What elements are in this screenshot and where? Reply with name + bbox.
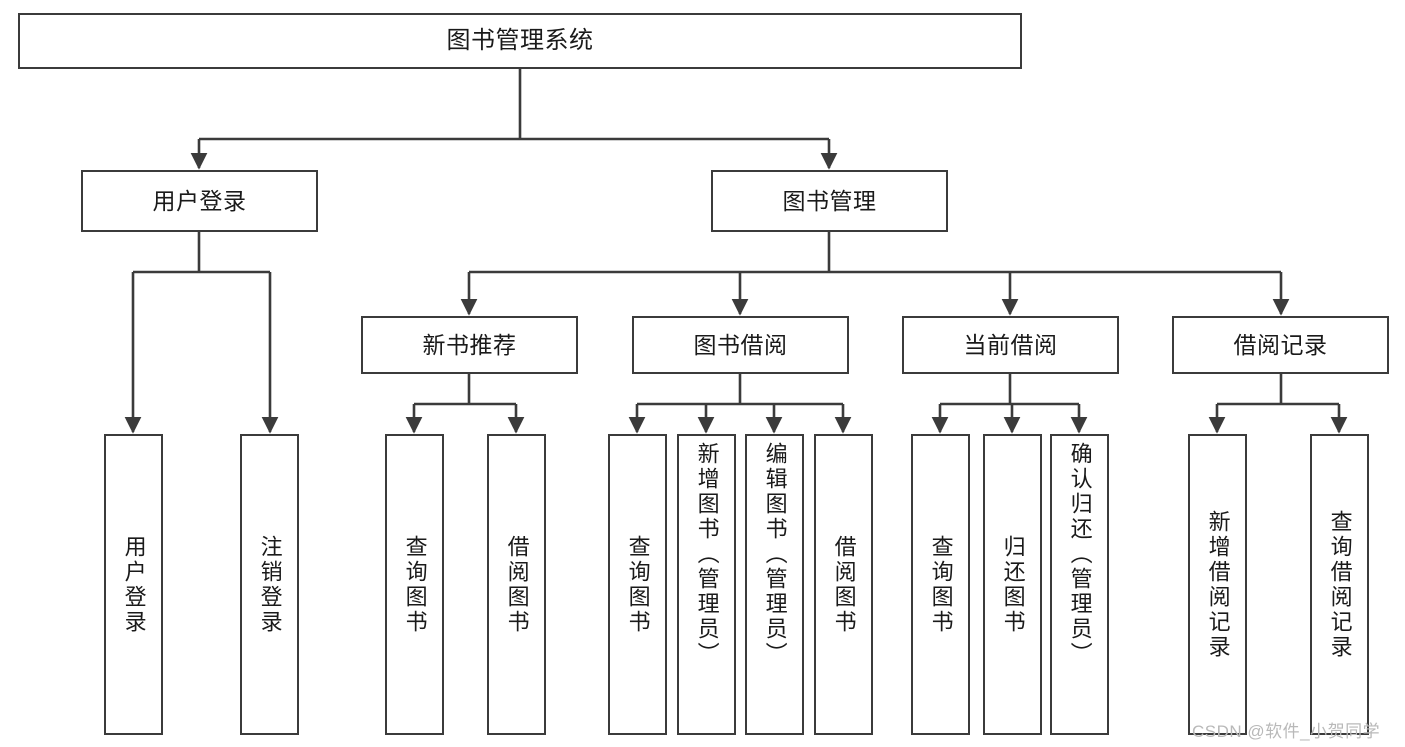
leaf-return-book-label: 归还图书: [1000, 534, 1026, 635]
csdn-watermark: CSDN @软件_小贺同学: [1192, 722, 1381, 741]
leaf-query-book-current[interactable]: 查询图书: [911, 434, 970, 735]
node-current-borrow[interactable]: 当前借阅: [902, 316, 1119, 374]
leaf-user-login[interactable]: 用户登录: [104, 434, 163, 735]
node-borrow-record[interactable]: 借阅记录: [1172, 316, 1389, 374]
leaf-logout[interactable]: 注销登录: [240, 434, 299, 735]
leaf-query-book[interactable]: 查询图书: [608, 434, 667, 735]
leaf-borrow-book-label: 借阅图书: [831, 534, 857, 635]
leaf-logout-label: 注销登录: [257, 534, 283, 635]
leaf-confirm-return-admin[interactable]: 确认归还（管理员）: [1050, 434, 1109, 735]
leaf-edit-book-admin-label: 编辑图书（管理员）: [762, 442, 788, 667]
node-new-book-recommend[interactable]: 新书推荐: [361, 316, 578, 374]
node-root[interactable]: 图书管理系统: [18, 13, 1022, 69]
leaf-confirm-return-admin-label: 确认归还（管理员）: [1067, 442, 1093, 667]
leaf-query-book-label: 查询图书: [625, 534, 651, 635]
node-root-label: 图书管理系统: [446, 27, 594, 55]
leaf-add-book-admin-label: 新增图书（管理员）: [694, 442, 720, 667]
leaf-query-borrow-record-label: 查询借阅记录: [1327, 509, 1353, 660]
node-book-management[interactable]: 图书管理: [711, 170, 948, 232]
leaf-add-book-admin[interactable]: 新增图书（管理员）: [677, 434, 736, 735]
node-borrow-record-label: 借阅记录: [1233, 331, 1328, 358]
leaf-query-book-rec[interactable]: 查询图书: [385, 434, 444, 735]
node-book-borrow-label: 图书借阅: [693, 331, 788, 358]
leaf-query-borrow-record[interactable]: 查询借阅记录: [1310, 434, 1369, 735]
leaf-return-book[interactable]: 归还图书: [983, 434, 1042, 735]
leaf-borrow-book[interactable]: 借阅图书: [814, 434, 873, 735]
node-user-login-label: 用户登录: [152, 187, 247, 214]
leaf-query-book-current-label: 查询图书: [928, 534, 954, 635]
leaf-add-borrow-record-label: 新增借阅记录: [1205, 509, 1231, 660]
leaf-edit-book-admin[interactable]: 编辑图书（管理员）: [745, 434, 804, 735]
node-book-management-label: 图书管理: [782, 187, 877, 214]
leaf-borrow-book-rec-label: 借阅图书: [504, 534, 530, 635]
node-new-book-recommend-label: 新书推荐: [422, 331, 517, 358]
node-current-borrow-label: 当前借阅: [963, 331, 1058, 358]
node-user-login[interactable]: 用户登录: [81, 170, 318, 232]
leaf-add-borrow-record[interactable]: 新增借阅记录: [1188, 434, 1247, 735]
leaf-user-login-label: 用户登录: [121, 534, 147, 635]
leaf-query-book-rec-label: 查询图书: [402, 534, 428, 635]
node-book-borrow[interactable]: 图书借阅: [632, 316, 849, 374]
leaf-borrow-book-rec[interactable]: 借阅图书: [487, 434, 546, 735]
